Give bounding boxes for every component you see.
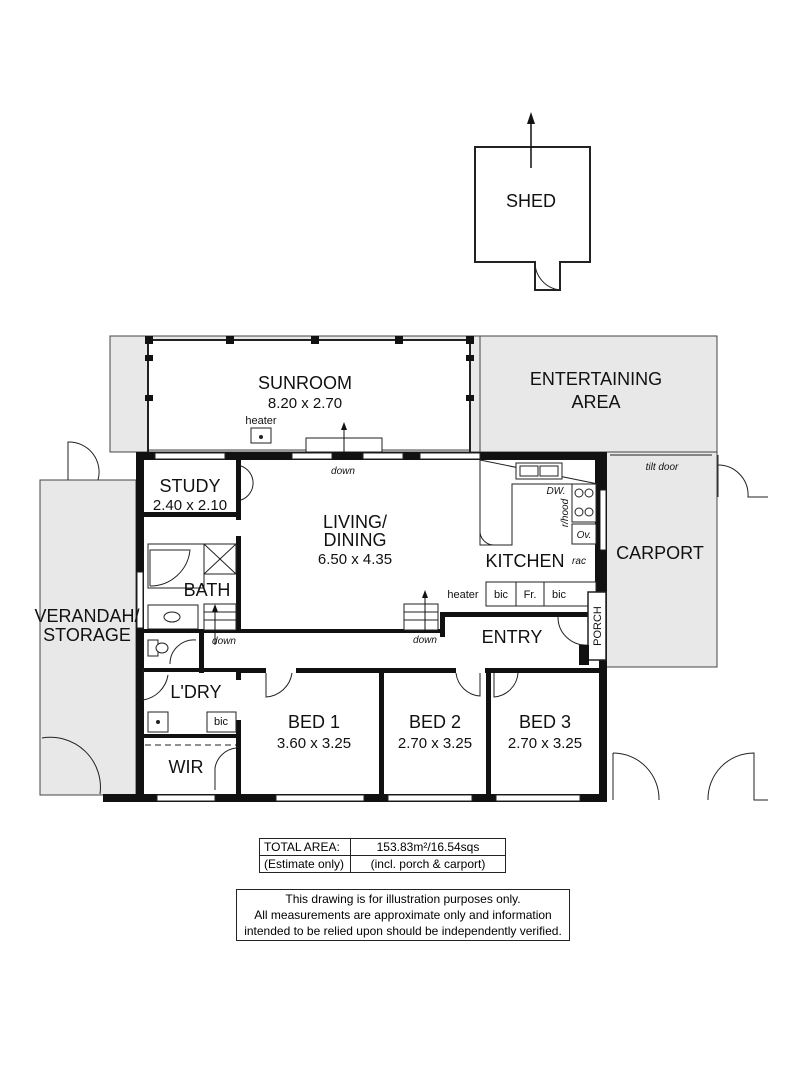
disclaimer-line-3: intended to be relied upon should be ind… (244, 924, 562, 938)
room-label-study: STUDY (159, 476, 220, 496)
disclaimer-line-1: This drawing is for illustration purpose… (285, 892, 521, 906)
entertaining-area (479, 335, 718, 453)
fixture-label-rac: rac (572, 556, 586, 567)
fixture-label-rhood: r/hood (560, 498, 571, 527)
room-label-entry: ENTRY (482, 627, 543, 647)
room-label-bed1: BED 1 (288, 712, 340, 732)
room-label-carport: CARPORT (616, 543, 704, 563)
fixture-label-down-entry: down (413, 635, 437, 646)
room-label-porch: PORCH (592, 606, 604, 646)
disclaimer-line-2: All measurements are approximate only an… (254, 908, 552, 922)
room-label-area: AREA (571, 392, 620, 412)
fixture-label-bic-2: bic (552, 589, 567, 601)
room-dim-bed3: 2.70 x 3.25 (508, 735, 582, 752)
room-label-verandah: VERANDAH/ (34, 606, 139, 626)
room-label-sunroom: SUNROOM (258, 373, 352, 393)
room-label-shed: SHED (506, 191, 556, 211)
room-dim-bed1: 3.60 x 3.25 (277, 735, 351, 752)
fixture-label-heater-kitchen: heater (447, 589, 479, 601)
area-label-total: TOTAL AREA: (259, 838, 351, 856)
fixture-label-ov: Ov. (577, 530, 592, 541)
fixture-label-heater-sunroom: heater (245, 415, 277, 427)
fixture-label-bic-1: bic (494, 589, 509, 601)
fixture-label-down-hall: down (212, 636, 236, 647)
floor-plan (39, 112, 768, 802)
fixture-label-fridge: Fr. (524, 589, 537, 601)
fixture-label-dw: DW. (546, 486, 565, 497)
disclaimer-box: This drawing is for illustration purpose… (236, 889, 570, 941)
room-label-living: LIVING/ (323, 512, 387, 532)
room-label-wir: WIR (169, 757, 204, 777)
room-dim-bed2: 2.70 x 3.25 (398, 735, 472, 752)
room-dim-study: 2.40 x 2.10 (153, 497, 227, 514)
floor-plan-labels: SHED SUNROOM 8.20 x 2.70 ENTERTAINING AR… (34, 191, 704, 777)
room-label-bed3: BED 3 (519, 712, 571, 732)
room-dim-sunroom: 8.20 x 2.70 (268, 395, 342, 412)
area-label-estimate: (Estimate only) (259, 855, 351, 873)
room-label-dining: DINING (324, 530, 387, 550)
room-label-entertaining: ENTERTAINING (530, 369, 662, 389)
carport-area (604, 451, 718, 668)
fixture-label-tilt-door: tilt door (646, 462, 679, 473)
fixture-label-down-sunroom: down (331, 466, 355, 477)
verandah-area (39, 479, 137, 796)
room-label-bed2: BED 2 (409, 712, 461, 732)
area-value-total: 153.83m²/16.54sqs (350, 838, 506, 856)
room-label-bath: BATH (184, 580, 231, 600)
room-label-laundry: L'DRY (170, 682, 221, 702)
room-label-kitchen: KITCHEN (485, 551, 564, 571)
fixture-label-bic-laundry: bic (214, 716, 229, 728)
room-dim-living: 6.50 x 4.35 (318, 551, 392, 568)
area-value-note: (incl. porch & carport) (350, 855, 506, 873)
shed (474, 112, 591, 291)
north-arrow-head (527, 112, 535, 124)
area-table: TOTAL AREA: 153.83m²/16.54sqs (Estimate … (259, 838, 506, 873)
room-label-storage: STORAGE (43, 625, 131, 645)
